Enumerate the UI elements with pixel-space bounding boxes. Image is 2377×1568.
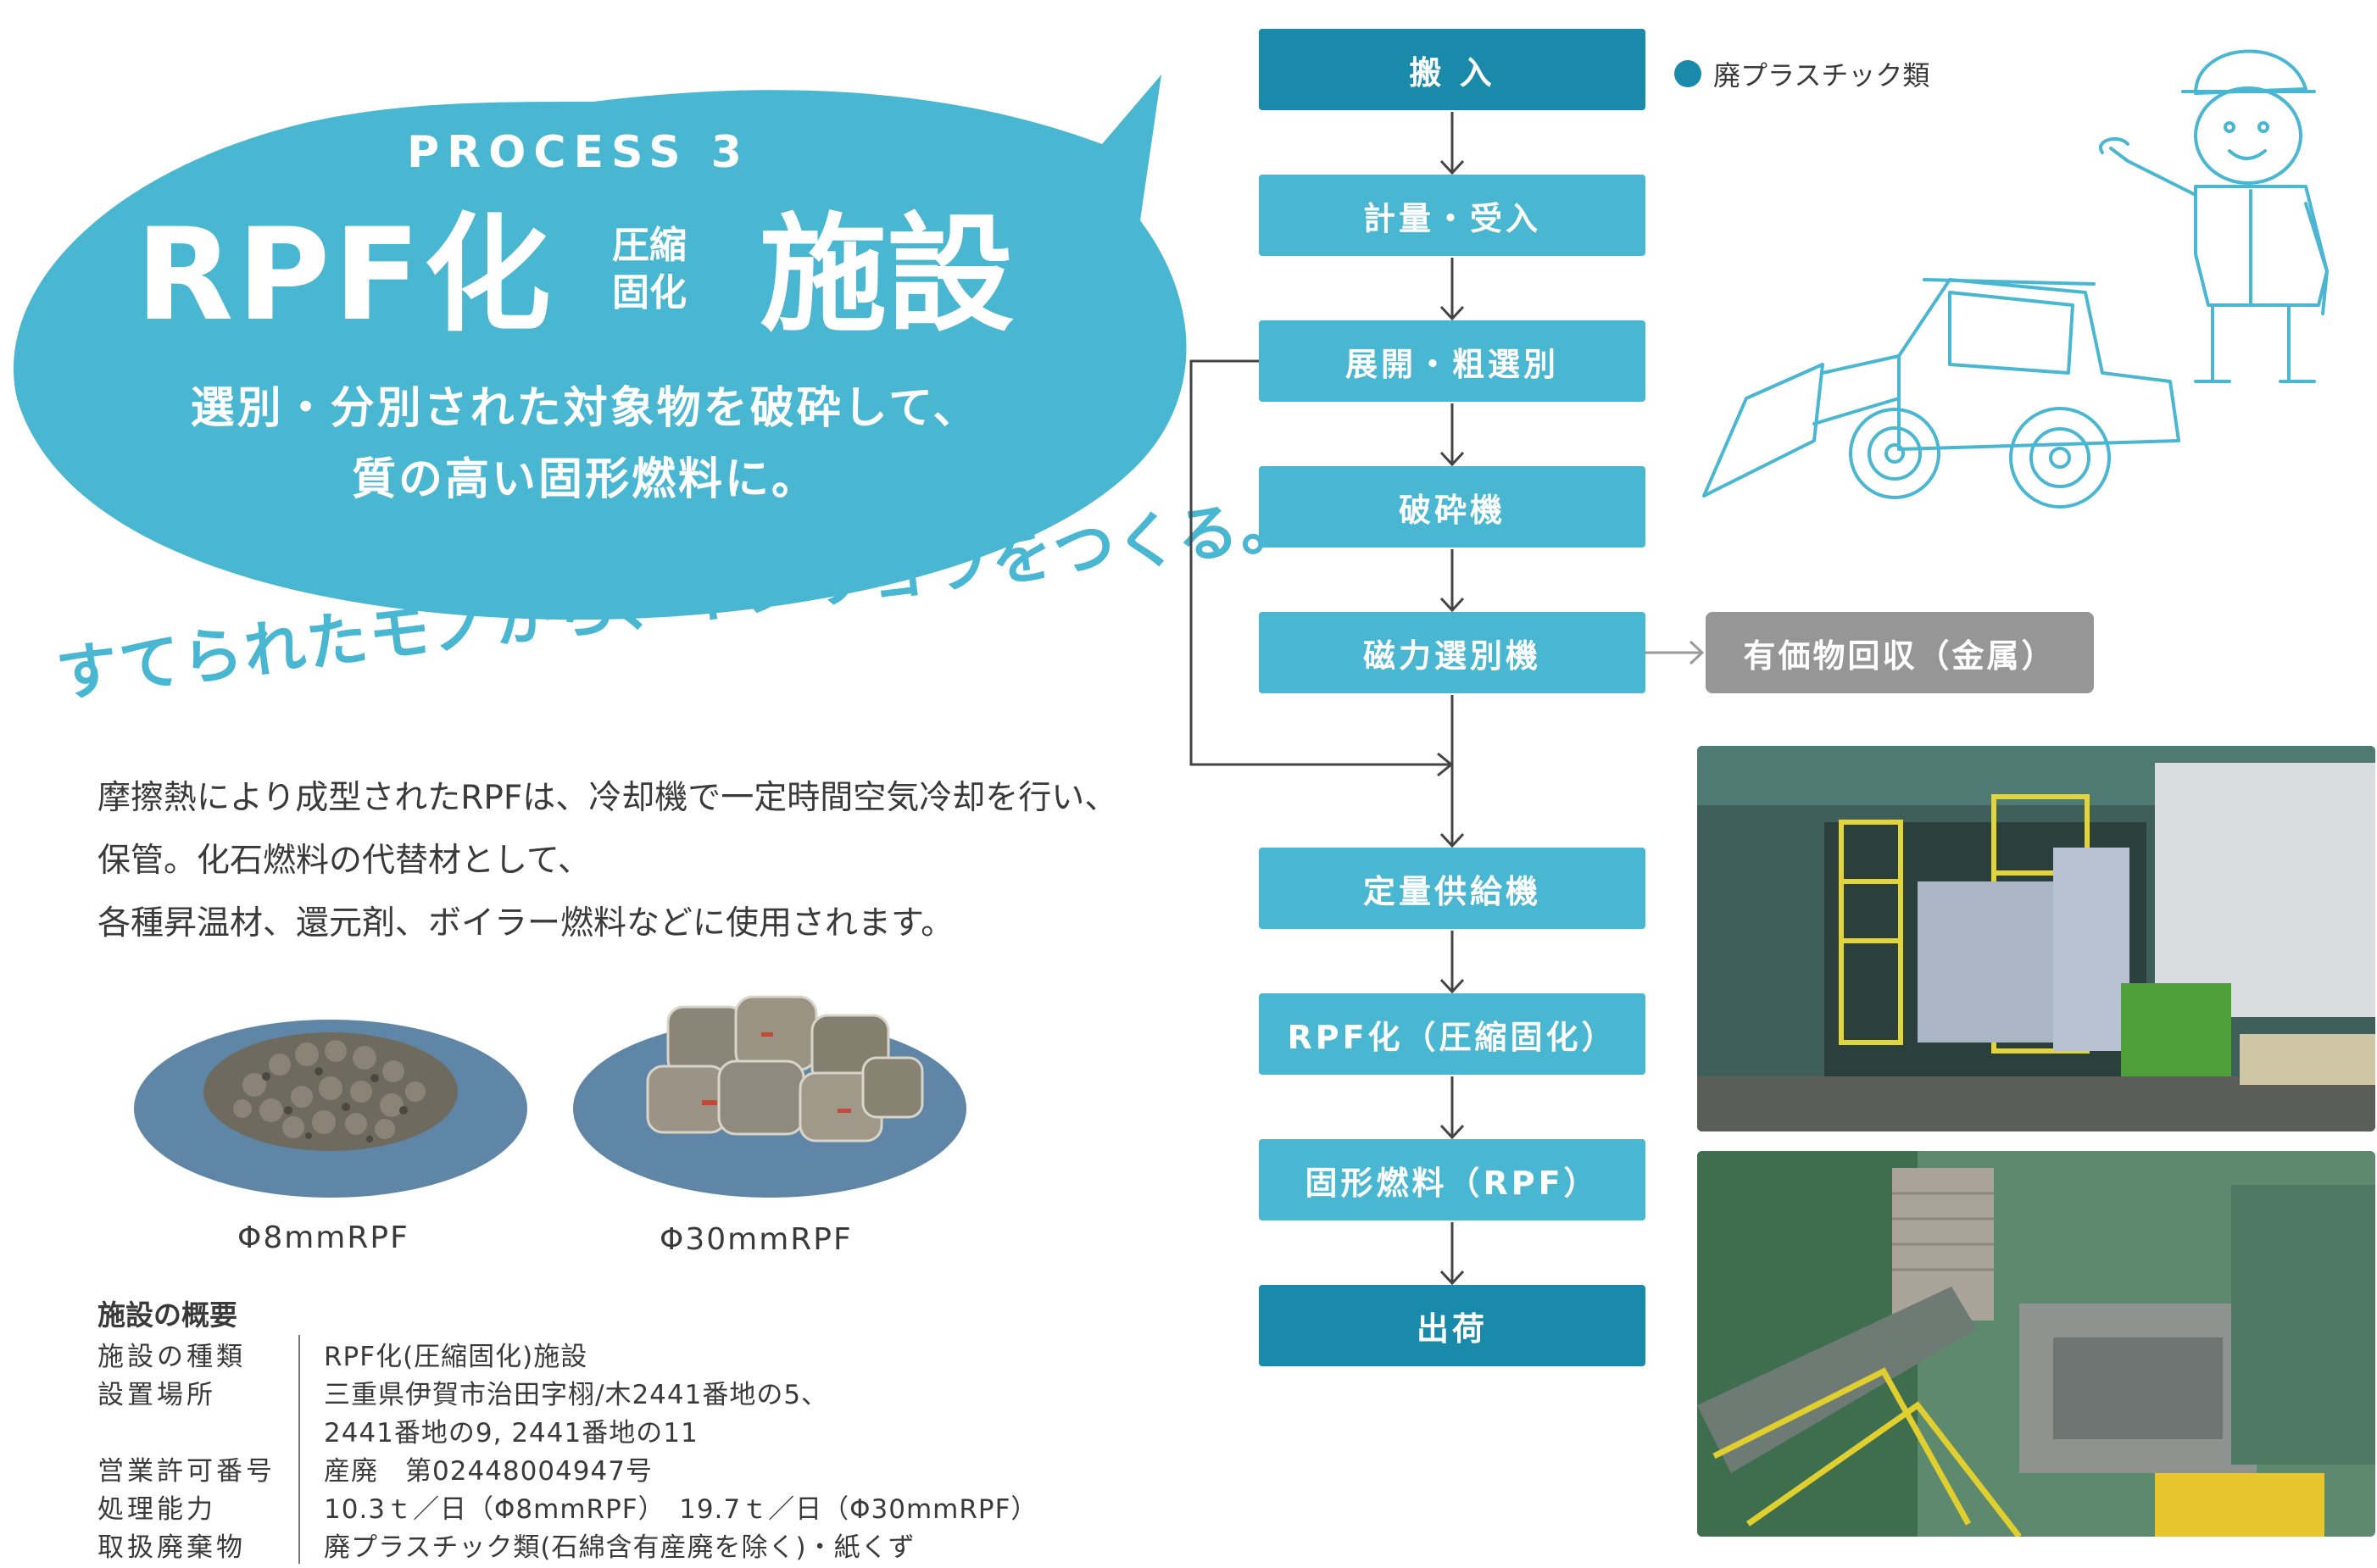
legend-label: 廃プラスチック類 [1713, 59, 1930, 92]
spec-value: 2441番地の9, 2441番地の11 [324, 1418, 699, 1448]
description: 摩擦熱により成型されたRPFは、冷却機で一定時間空気冷却を行い、 保管。化石燃料… [97, 767, 1166, 955]
facility-photo-2 [1697, 1151, 2375, 1537]
rpf-30mm-photo [573, 995, 966, 1198]
spec-value: 廃プラスチック類(石綿含有産廃を除く)・紙くず [324, 1532, 916, 1563]
spec-key [97, 1411, 300, 1449]
rpf-8mm-caption: Φ8mmRPF [237, 1220, 409, 1255]
process-label: PROCESS 3 [407, 127, 749, 178]
flow-side-metal-recovery: 有価物回収（金属） [1706, 612, 2094, 693]
title-annotation: 圧縮 固化 [612, 222, 687, 317]
flow-step-weighing: 計量・受入 [1259, 175, 1645, 256]
rpf-8mm-photo [134, 1020, 527, 1198]
flow-step-intake: 搬 入 [1259, 29, 1645, 110]
flow-step-rough-sorting: 展開・粗選別 [1259, 320, 1645, 402]
title-annotation-line2: 固化 [612, 271, 687, 314]
spec-key: 営業許可番号 [97, 1449, 300, 1487]
lead-text: 選別・分別された対象物を破砕して、 質の高い固形燃料に。 [102, 373, 1068, 515]
spec-key: 取扱廃棄物 [97, 1526, 300, 1564]
facility-photo-1 [1697, 746, 2375, 1132]
title-annotation-line1: 圧縮 [612, 224, 687, 267]
facility-overview-title: 施設の概要 [97, 1298, 237, 1332]
table-row: 2441番地の9, 2441番地の11 [97, 1411, 1038, 1449]
flow-step-feeder: 定量供給機 [1259, 848, 1645, 929]
spec-key: 施設の種類 [97, 1335, 300, 1373]
table-row: 施設の種類 RPF化(圧縮固化)施設 [97, 1335, 1038, 1373]
page-title: RPF化 [136, 202, 554, 349]
description-line-2: 保管。化石燃料の代替材として、 [97, 842, 591, 880]
spec-value: 三重県伊賀市治田字栩/木2441番地の5、 [324, 1380, 829, 1410]
spec-value: RPF化(圧縮固化)施設 [324, 1342, 588, 1372]
flow-step-magnetic-separator: 磁力選別機 [1259, 612, 1645, 693]
flow-step-crusher: 破砕機 [1259, 466, 1645, 548]
lead-line-2: 質の高い固形燃料に。 [351, 454, 818, 505]
table-row: 設置場所 三重県伊賀市治田字栩/木2441番地の5、 [97, 1373, 1038, 1411]
table-row: 営業許可番号 産廃 第02448004947号 [97, 1449, 1038, 1487]
description-line-1: 摩擦熱により成型されたRPFは、冷却機で一定時間空気冷却を行い、 [97, 779, 1118, 817]
spec-key: 処理能力 [97, 1487, 300, 1526]
flow-step-shipment: 出荷 [1259, 1285, 1645, 1366]
table-row: 取扱廃棄物 廃プラスチック類(石綿含有産廃を除く)・紙くず [97, 1526, 1038, 1564]
flow-step-rpf-compression: RPF化（圧縮固化） [1259, 993, 1645, 1075]
spec-value: 産廃 第02448004947号 [324, 1456, 653, 1487]
flow-step-solid-fuel: 固形燃料（RPF） [1259, 1139, 1645, 1220]
legend-dot [1674, 60, 1701, 87]
table-row: 処理能力 10.3ｔ／日（Φ8mmRPF） 19.7ｔ／日（Φ30mmRPF） [97, 1487, 1038, 1526]
rpf-30mm-caption: Φ30mmRPF [660, 1222, 853, 1257]
legend: 廃プラスチック類 [1674, 54, 1929, 93]
description-line-3: 各種昇温材、還元剤、ボイラー燃料などに使用されます。 [97, 904, 955, 942]
spec-value: 10.3ｔ／日（Φ8mmRPF） 19.7ｔ／日（Φ30mmRPF） [324, 1494, 1038, 1525]
page-title-suffix: 施設 [760, 202, 1015, 349]
spec-key: 設置場所 [97, 1373, 300, 1411]
facility-spec-table: 施設の種類 RPF化(圧縮固化)施設 設置場所 三重県伊賀市治田字栩/木2441… [97, 1335, 1038, 1564]
lead-line-1: 選別・分別された対象物を破砕して、 [190, 383, 980, 434]
